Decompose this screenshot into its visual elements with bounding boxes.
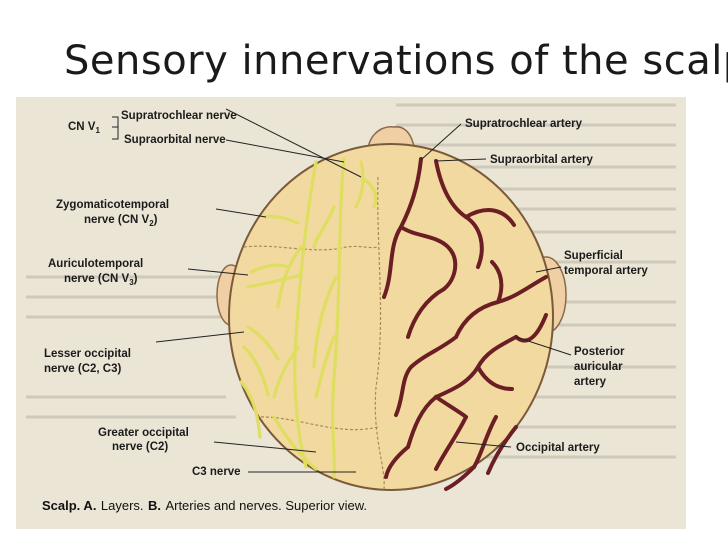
label-superficial-temporal-line2: temporal artery: [564, 265, 648, 277]
label-lesser-occipital-line1: Lesser occipital: [44, 348, 131, 360]
label-posterior-auricular-line3: artery: [574, 376, 607, 388]
label-c3-nerve: C3 nerve: [192, 466, 241, 478]
label-supraorbital-artery: Supraorbital artery: [490, 154, 593, 166]
lambdoid-suture: [255, 416, 379, 431]
figure-caption: Scalp. A. Layers. B. Arteries and nerves…: [42, 497, 367, 514]
label-greater-occipital-line2: nerve (C2): [112, 441, 168, 453]
nerves: [239, 157, 378, 479]
label-cn-v1: CN V1: [68, 121, 100, 135]
sagittal-suture: [374, 176, 385, 490]
leader-lines: [112, 108, 572, 473]
skull-outline: [228, 143, 554, 491]
label-greater-occipital-line1: Greater occipital: [98, 427, 189, 439]
artery-labels: Supratrochlear artery Supraorbital arter…: [465, 118, 648, 454]
label-lesser-occipital-line2: nerve (C2, C3): [44, 363, 122, 375]
label-zygomaticotemporal-line2: nerve (CN V2): [84, 214, 158, 228]
label-superficial-temporal-line1: Superficial: [564, 250, 623, 262]
label-zygomaticotemporal-line1: Zygomaticotemporal: [56, 199, 169, 211]
label-supraorbital-nerve: Supraorbital nerve: [124, 134, 226, 146]
label-posterior-auricular-line1: Posterior: [574, 346, 625, 358]
label-supratrochlear-artery: Supratrochlear artery: [465, 118, 583, 130]
arteries: [382, 157, 548, 491]
label-supratrochlear-nerve: Supratrochlear nerve: [121, 110, 237, 122]
label-occipital-artery: Occipital artery: [516, 442, 600, 454]
slide-title: Sensory innervations of the scalp: [64, 38, 728, 84]
label-auriculotemporal-line1: Auriculotemporal: [48, 258, 143, 270]
coronal-suture: [243, 245, 379, 251]
label-auriculotemporal-line2: nerve (CN V3): [64, 273, 138, 287]
scalp-figure: CN V1 Supratrochlear nerve Supraorbital …: [16, 97, 686, 529]
nerve-labels: CN V1 Supratrochlear nerve Supraorbital …: [44, 110, 241, 478]
label-posterior-auricular-line2: auricular: [574, 361, 623, 373]
